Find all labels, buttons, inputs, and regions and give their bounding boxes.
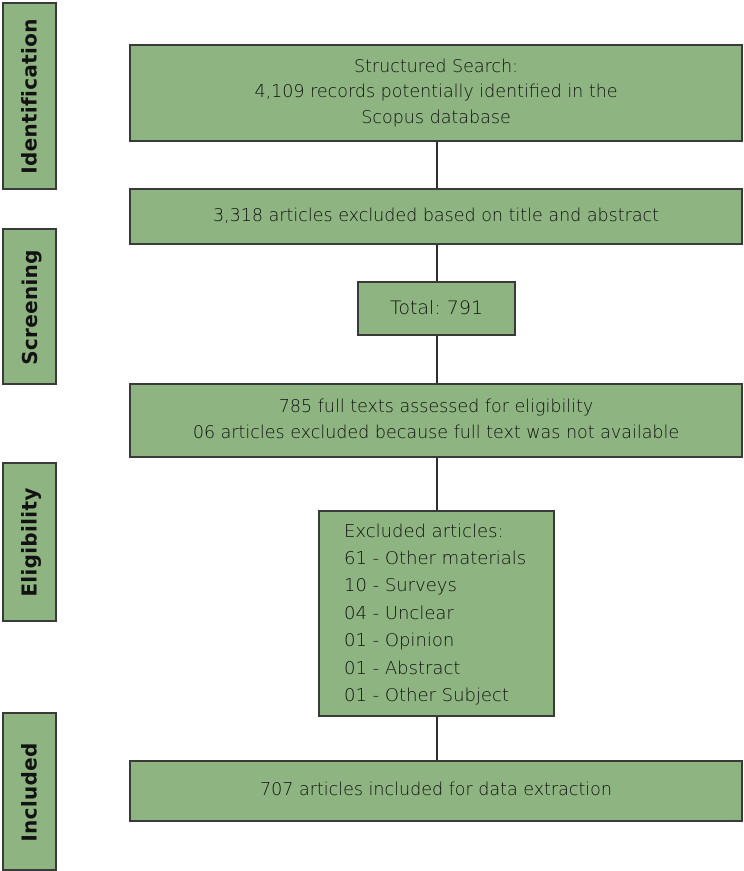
flow-box-excluded-title-abstract-text: 3,318 articles excluded based on title a… [131, 204, 741, 229]
stage-label-identification: Identification [17, 18, 42, 174]
stage-label-screening: Screening [17, 248, 42, 365]
flow-box-identification: Structured Search: 4,109 records potenti… [129, 44, 743, 142]
connector-excluded-to-included [436, 715, 438, 762]
flow-box-included-text: 707 articles included for data extractio… [131, 778, 741, 803]
connector-total-to-fulltext [436, 334, 438, 385]
stage-box-identification: Identification [2, 2, 57, 190]
excluded-reason-item: 01 - Opinion [344, 630, 455, 652]
flow-box-total: Total: 791 [357, 281, 516, 336]
flow-box-full-text-assessed-text: 785 full texts assessed for eligibility … [131, 395, 741, 446]
excluded-reason-item: 01 - Abstract [344, 657, 461, 679]
connector-screening-to-total [436, 243, 438, 283]
stage-label-included: Included [17, 741, 42, 842]
stage-label-eligibility: Eligibility [17, 487, 42, 597]
text-line: Structured Search: [353, 56, 519, 77]
text-line: 785 full texts assessed for eligibility [278, 397, 594, 418]
text-line: 4,109 records potentially identified in … [254, 82, 618, 103]
flow-box-included: 707 articles included for data extractio… [129, 760, 743, 822]
flow-box-total-text: Total: 791 [359, 295, 514, 323]
flow-box-excluded-reasons-text: Excluded articles: 61 - Other materials … [320, 518, 553, 710]
flow-box-identification-text: Structured Search: 4,109 records potenti… [131, 55, 741, 131]
stage-box-eligibility: Eligibility [2, 462, 57, 622]
excluded-reason-item: 04 - Unclear [344, 602, 454, 624]
text-line: 3,318 articles excluded based on title a… [212, 205, 660, 226]
excluded-reason-item: 10 - Surveys [344, 575, 457, 597]
stage-box-included: Included [2, 712, 57, 871]
excluded-reason-item: 61 - Other materials [344, 548, 527, 570]
flow-box-excluded-title-abstract: 3,318 articles excluded based on title a… [129, 188, 743, 245]
flow-box-excluded-reasons: Excluded articles: 61 - Other materials … [318, 510, 555, 717]
connector-fulltext-to-excluded [436, 456, 438, 512]
text-line: 06 articles excluded because full text w… [192, 422, 680, 443]
stage-box-screening: Screening [2, 228, 57, 385]
text-line: 707 articles included for data extractio… [260, 780, 612, 801]
excluded-reasons-heading: Excluded articles: [344, 520, 504, 542]
text-line: Scopus database [361, 107, 511, 128]
flow-box-full-text-assessed: 785 full texts assessed for eligibility … [129, 383, 743, 458]
connector-identification-to-screening [436, 140, 438, 190]
excluded-reason-item: 01 - Other Subject [344, 684, 509, 706]
text-line: Total: 791 [389, 296, 484, 319]
